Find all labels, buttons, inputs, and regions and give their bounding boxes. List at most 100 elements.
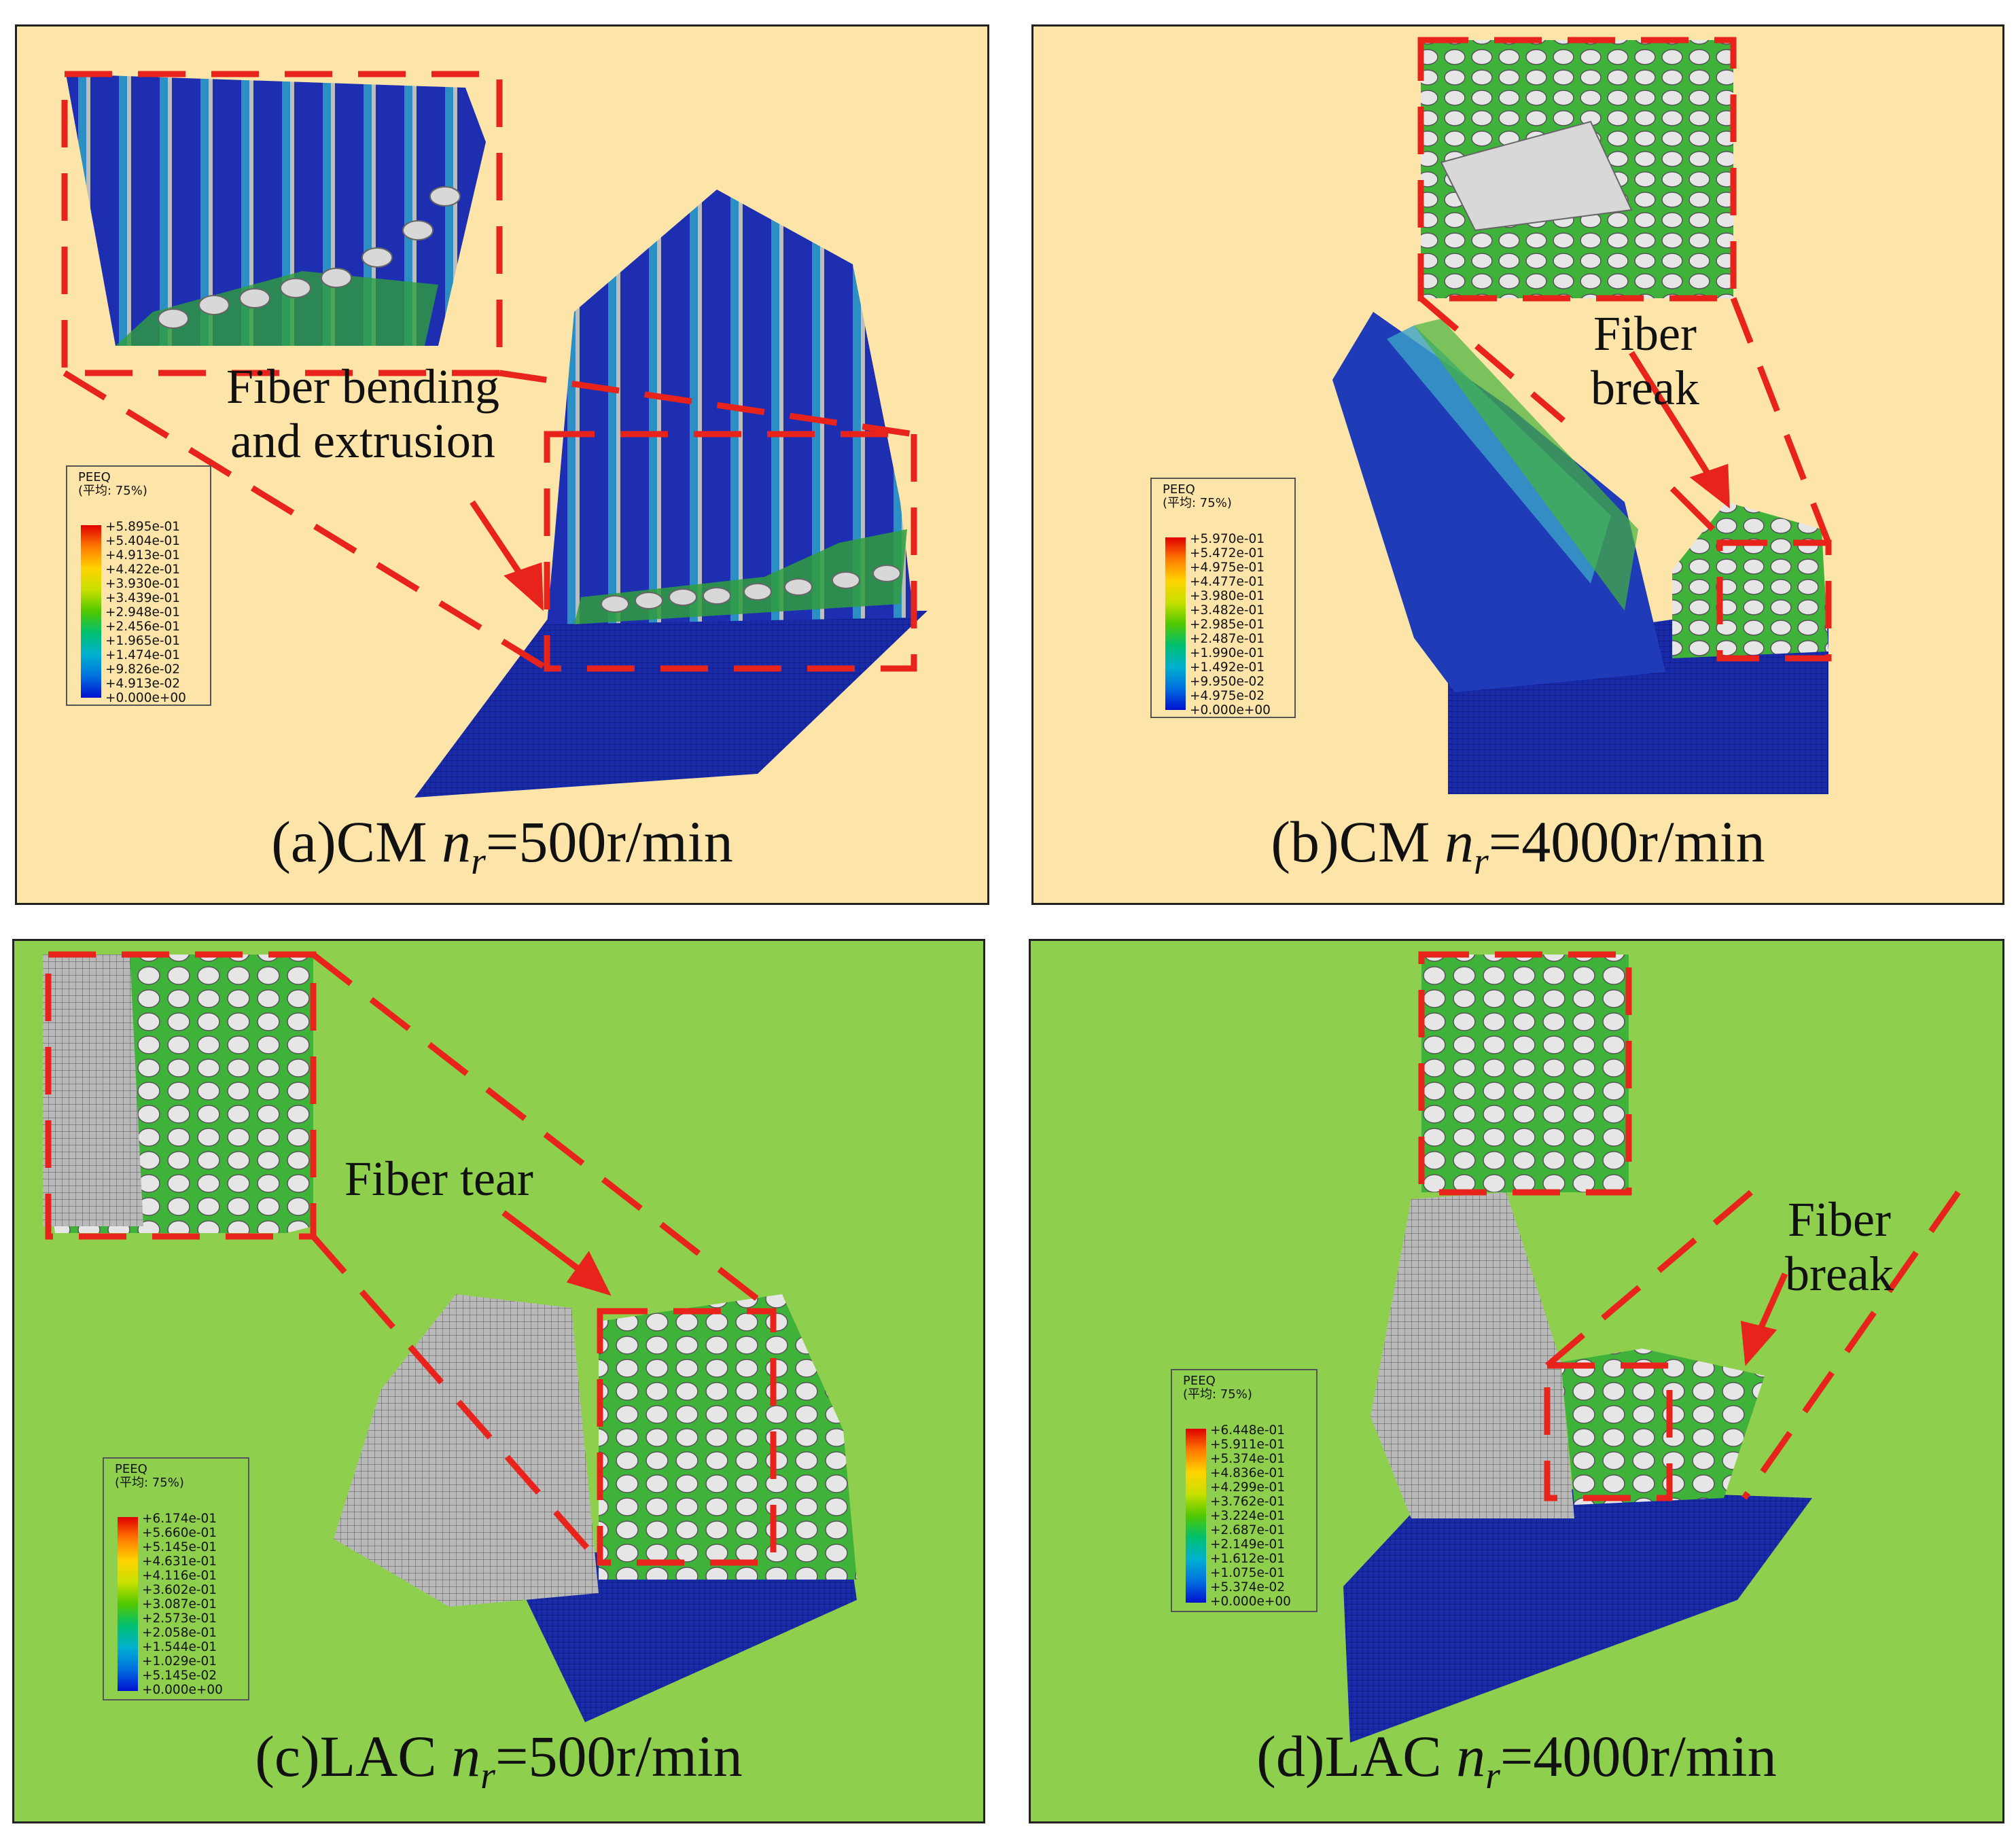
legend-value: +4.975e-01	[1190, 560, 1265, 575]
legend-value: +2.058e-01	[142, 1626, 217, 1640]
panel-b: Fiber break PEEQ (平均: 75%) +5.970e-01 +5…	[1031, 24, 2004, 905]
legend-title: PEEQ	[1163, 482, 1195, 497]
chip-body	[1332, 312, 1665, 692]
legend-c: PEEQ (平均: 75%) +6.174e-01 +5.660e-01 +5.…	[103, 1457, 249, 1700]
panel-d: Fiber break PEEQ (平均: 75%) +6.448e-01 +5…	[1029, 939, 2004, 1823]
legend-value: +2.487e-01	[1190, 632, 1265, 646]
legend-value: +3.762e-01	[1210, 1495, 1286, 1509]
legend-value: +4.975e-02	[1190, 689, 1265, 703]
legend-value: +0.000e+00	[1190, 703, 1271, 717]
workpiece-base	[414, 611, 927, 798]
legend-value: +1.544e-01	[142, 1640, 217, 1654]
legend-value: +3.602e-01	[142, 1583, 217, 1597]
legend-value: +4.477e-01	[1190, 575, 1265, 589]
legend-value: +2.948e-01	[105, 605, 181, 620]
legend-value: +5.145e-02	[142, 1669, 217, 1683]
legend-value: +2.573e-01	[142, 1611, 217, 1626]
panel-c: Fiber tear PEEQ (平均: 75%) +6.174e-01 +5.…	[12, 939, 985, 1823]
legend-value: +5.404e-01	[105, 534, 181, 548]
legend-value: +5.145e-01	[142, 1540, 217, 1554]
workpiece-base	[1343, 1484, 1812, 1743]
legend-value: +3.482e-01	[1190, 603, 1265, 618]
panel-c-figure	[43, 951, 857, 1722]
legend-title: PEEQ	[1183, 1374, 1216, 1388]
legend-value: +1.029e-01	[142, 1654, 217, 1669]
legend-value: +9.826e-02	[105, 662, 181, 677]
panel-b-figure	[1332, 37, 1832, 794]
legend-value: +4.422e-01	[105, 563, 181, 577]
legend-value: +1.075e-01	[1210, 1566, 1286, 1580]
legend-value: +3.087e-01	[142, 1597, 217, 1611]
annotation-boxes-b	[1417, 37, 1832, 662]
legend-value: +1.492e-01	[1190, 660, 1265, 675]
legend-value: +4.299e-01	[1210, 1480, 1286, 1495]
caption-d: (d)LAC nr=4000r/min	[1256, 1724, 1777, 1798]
arrow-c	[501, 1210, 612, 1296]
legend-colorbar	[118, 1517, 138, 1691]
caption-a: (a)CM nr=500r/min	[271, 809, 733, 883]
annotation-label-c: Fiber tear	[344, 1152, 533, 1206]
legend-value: +4.913e-01	[105, 548, 181, 563]
legend-b: PEEQ (平均: 75%) +5.970e-01 +5.472e-01 +4.…	[1150, 478, 1296, 718]
legend-value: +4.116e-01	[142, 1569, 217, 1583]
panel-a: Fiber bending and extrusion PEEQ (平均: 75…	[15, 24, 989, 905]
legend-value: +0.000e+00	[142, 1683, 223, 1697]
legend-subtitle: (平均: 75%)	[115, 1476, 184, 1490]
zoom-inset-d	[1421, 955, 1629, 1192]
legend-value: +0.000e+00	[105, 691, 186, 705]
legend-value: +6.174e-01	[142, 1512, 217, 1526]
legend-value: +3.980e-01	[1190, 589, 1265, 603]
annotation-boxes-a	[61, 71, 917, 672]
panel-d-figure	[1343, 951, 1961, 1743]
legend-value: +2.149e-01	[1210, 1537, 1286, 1552]
caption-c: (c)LAC nr=500r/min	[255, 1724, 743, 1798]
legend-value: +5.374e-02	[1210, 1580, 1286, 1595]
chip-body	[334, 1294, 599, 1607]
annotation-label-a: Fiber bending and extrusion	[226, 359, 499, 468]
legend-value: +5.970e-01	[1190, 532, 1265, 546]
legend-value: +3.224e-01	[1210, 1509, 1286, 1523]
legend-value: +2.456e-01	[105, 620, 181, 634]
legend-title: PEEQ	[115, 1462, 147, 1476]
legend-value: +4.631e-01	[142, 1554, 217, 1569]
legend-value: +0.000e+00	[1210, 1595, 1291, 1609]
legend-colorbar	[1186, 1429, 1206, 1603]
annotation-boxes-c	[45, 951, 777, 1566]
legend-value: +3.930e-01	[105, 577, 181, 591]
legend-value: +5.472e-01	[1190, 546, 1265, 560]
arrow-d	[1740, 1272, 1788, 1366]
legend-value: +1.612e-01	[1210, 1552, 1286, 1566]
panel-a-figure	[61, 71, 927, 798]
legend-value: +4.836e-01	[1210, 1466, 1286, 1480]
caption-b: (b)CM nr=4000r/min	[1271, 809, 1765, 883]
legend-subtitle: (平均: 75%)	[78, 484, 147, 498]
legend-a: PEEQ (平均: 75%) +5.895e-01 +5.404e-01 +4.…	[66, 465, 211, 706]
legend-subtitle: (平均: 75%)	[1183, 1387, 1252, 1402]
arrow-a	[470, 500, 544, 611]
legend-colorbar	[81, 525, 101, 698]
legend-value: +1.990e-01	[1190, 646, 1265, 660]
legend-value: +5.374e-01	[1210, 1452, 1286, 1466]
legend-d: PEEQ (平均: 75%) +6.448e-01 +5.911e-01 +5.…	[1171, 1369, 1318, 1612]
legend-value: +5.895e-01	[105, 520, 181, 534]
zoom-inset-a	[66, 74, 486, 346]
arrow-b	[1629, 351, 1730, 532]
legend-value: +2.687e-01	[1210, 1523, 1286, 1537]
annotation-boxes-d	[1418, 951, 1673, 1501]
annotation-lines-d	[1545, 1190, 1961, 1500]
workpiece-base	[503, 1552, 857, 1722]
chip-body	[1370, 1192, 1574, 1518]
annotation-label-d: Fiber break	[1785, 1192, 1894, 1301]
legend-value: +1.474e-01	[105, 648, 181, 662]
legend-value: +2.985e-01	[1190, 618, 1265, 632]
annotation-label-b: Fiber break	[1591, 306, 1699, 415]
legend-value: +5.660e-01	[142, 1526, 217, 1540]
legend-colorbar	[1165, 537, 1186, 710]
legend-value: +4.913e-02	[105, 677, 181, 691]
legend-value: +9.950e-02	[1190, 675, 1265, 689]
legend-title: PEEQ	[78, 470, 111, 484]
legend-value: +6.448e-01	[1210, 1423, 1286, 1438]
legend-subtitle: (平均: 75%)	[1163, 496, 1232, 510]
legend-value: +3.439e-01	[105, 591, 181, 605]
legend-value: +5.911e-01	[1210, 1438, 1286, 1452]
